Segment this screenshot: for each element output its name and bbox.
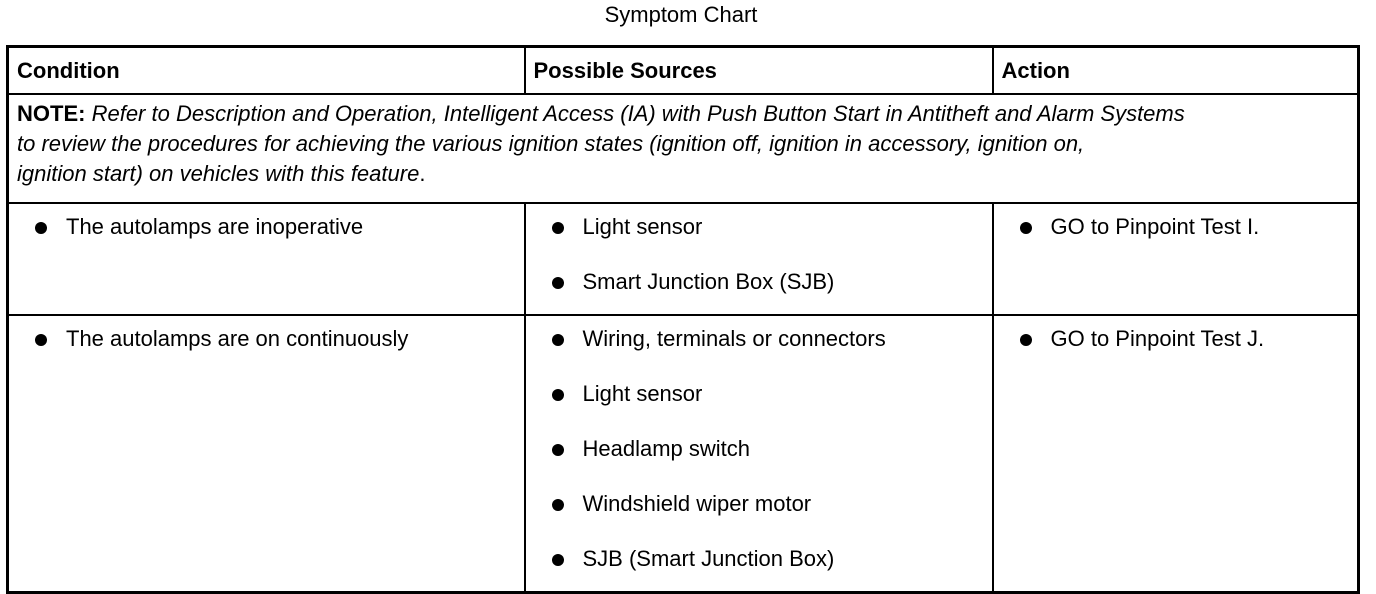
- bullet-icon: [551, 222, 564, 234]
- chart-caption: Symptom Chart: [604, 2, 758, 27]
- list-item: The autolamps are inoperative: [9, 204, 524, 259]
- bullet-icon: [551, 277, 564, 289]
- condition-cell: The autolamps are on continuously: [6, 314, 526, 594]
- list-item: Windshield wiper motor: [526, 481, 992, 536]
- header-condition: Condition: [6, 45, 526, 95]
- source-text: Headlamp switch: [582, 436, 751, 461]
- list-item: Wiring, terminals or connectors: [526, 316, 992, 371]
- bullet-icon: [35, 334, 47, 346]
- list-item: Smart Junction Box (SJB): [526, 259, 992, 314]
- note-cell: NOTE: Refer to Description and Operation…: [6, 93, 1360, 204]
- list-item: Light sensor: [526, 204, 992, 259]
- note-line-1: Refer to Description and Operation, Inte…: [91, 101, 1185, 126]
- condition-text: The autolamps are inoperative: [66, 214, 364, 239]
- list-item: Headlamp switch: [526, 426, 992, 481]
- note-line-2: to review the procedures for achieving t…: [17, 131, 1085, 156]
- header-possible-sources: Possible Sources: [523, 45, 994, 95]
- symptom-chart-table: Condition Possible Sources Action NOTE: …: [6, 45, 1360, 594]
- source-text: SJB (Smart Junction Box): [582, 546, 835, 571]
- action-text: GO to Pinpoint Test J.: [1050, 326, 1265, 351]
- source-text: Wiring, terminals or connectors: [582, 326, 886, 351]
- bullet-icon: [551, 389, 564, 401]
- action-text: GO to Pinpoint Test I.: [1050, 214, 1260, 239]
- bullet-icon: [551, 554, 564, 566]
- table-row: The autolamps are inoperative Light sens…: [6, 202, 1360, 316]
- action-cell: GO to Pinpoint Test J.: [991, 314, 1360, 594]
- list-item: SJB (Smart Junction Box): [526, 536, 992, 591]
- list-item: GO to Pinpoint Test I.: [994, 204, 1358, 259]
- sources-cell: Wiring, terminals or connectors Light se…: [523, 314, 994, 594]
- bullet-icon: [551, 499, 564, 511]
- source-text: Smart Junction Box (SJB): [582, 269, 835, 294]
- bullet-icon: [35, 222, 47, 234]
- action-cell: GO to Pinpoint Test I.: [991, 202, 1360, 316]
- source-text: Light sensor: [582, 214, 703, 239]
- header-action: Action: [991, 45, 1360, 95]
- sources-cell: Light sensor Smart Junction Box (SJB): [523, 202, 994, 316]
- note-row: NOTE: Refer to Description and Operation…: [6, 93, 1360, 204]
- source-text: Light sensor: [582, 381, 703, 406]
- condition-text: The autolamps are on continuously: [66, 326, 409, 351]
- bullet-icon: [1019, 222, 1032, 234]
- note-line-3: ignition start) on vehicles with this fe…: [17, 161, 420, 186]
- source-text: Windshield wiper motor: [582, 491, 812, 516]
- list-item: Light sensor: [526, 371, 992, 426]
- table-header-row: Condition Possible Sources Action: [6, 45, 1360, 95]
- list-item: The autolamps are on continuously: [9, 316, 524, 371]
- bullet-icon: [551, 334, 564, 346]
- bullet-icon: [551, 444, 564, 456]
- note-end: .: [419, 161, 426, 186]
- note-label: NOTE:: [17, 101, 86, 126]
- condition-cell: The autolamps are inoperative: [6, 202, 526, 316]
- table-row: The autolamps are on continuously Wiring…: [6, 314, 1360, 594]
- list-item: GO to Pinpoint Test J.: [994, 316, 1358, 371]
- bullet-icon: [1019, 334, 1032, 346]
